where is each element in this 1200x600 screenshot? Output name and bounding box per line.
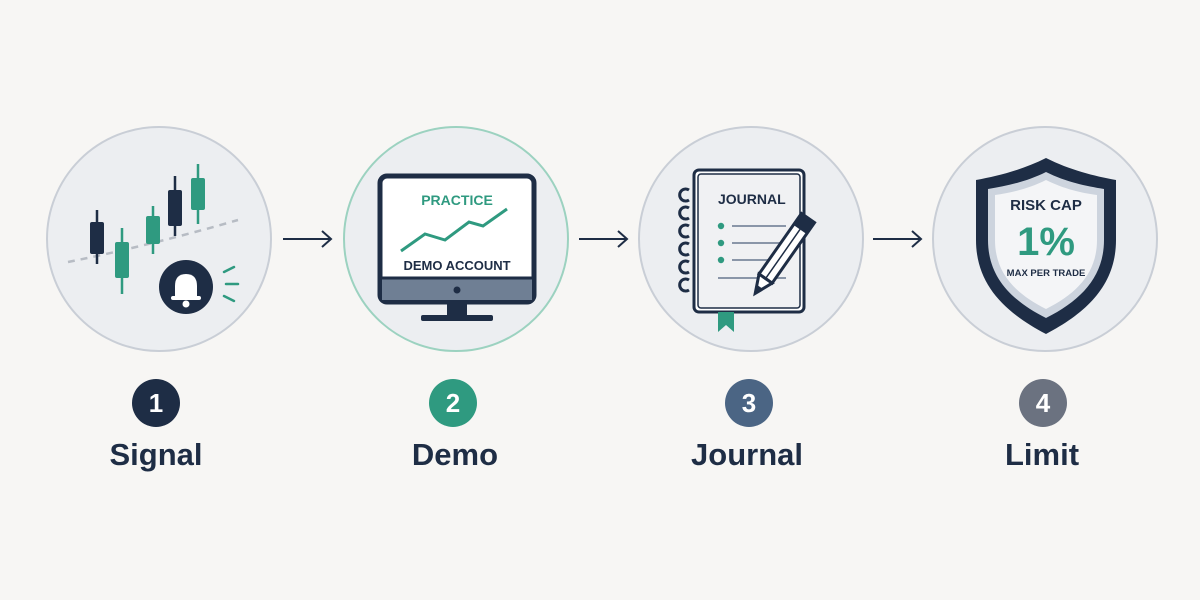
step-number-badge: 2 bbox=[429, 379, 477, 427]
step-limit-circle: RISK CAP 1% MAX PER TRADE bbox=[932, 126, 1158, 352]
demo-monitor-icon: PRACTICE DEMO ACCOUNT bbox=[377, 173, 537, 321]
step-label: Signal bbox=[109, 437, 203, 472]
arrow-right-icon bbox=[283, 230, 333, 248]
screen-subtitle: DEMO ACCOUNT bbox=[403, 258, 510, 273]
step-number-badge: 1 bbox=[132, 379, 180, 427]
step-label: Demo bbox=[411, 437, 499, 472]
step-number-badge: 3 bbox=[725, 379, 773, 427]
step-label: Journal bbox=[691, 437, 803, 472]
journal-notebook-icon: JOURNAL bbox=[678, 168, 817, 332]
shield-value: 1% bbox=[1017, 220, 1075, 264]
notebook-title: JOURNAL bbox=[718, 191, 786, 207]
shield-caption: MAX PER TRADE bbox=[1007, 268, 1086, 279]
arrow-right-icon bbox=[579, 230, 629, 248]
step-label: Limit bbox=[1004, 437, 1080, 472]
step-number-badge: 4 bbox=[1019, 379, 1067, 427]
step-demo-circle: PRACTICE DEMO ACCOUNT bbox=[343, 126, 569, 352]
screen-title: PRACTICE bbox=[421, 192, 493, 208]
risk-shield-icon: RISK CAP 1% MAX PER TRADE bbox=[976, 158, 1116, 334]
shield-title: RISK CAP bbox=[1010, 197, 1082, 214]
step-signal-circle bbox=[46, 126, 272, 352]
step-journal-circle: JOURNAL bbox=[638, 126, 864, 352]
candlestick-chart-alert-icon bbox=[67, 164, 240, 314]
arrow-right-icon bbox=[873, 230, 923, 248]
